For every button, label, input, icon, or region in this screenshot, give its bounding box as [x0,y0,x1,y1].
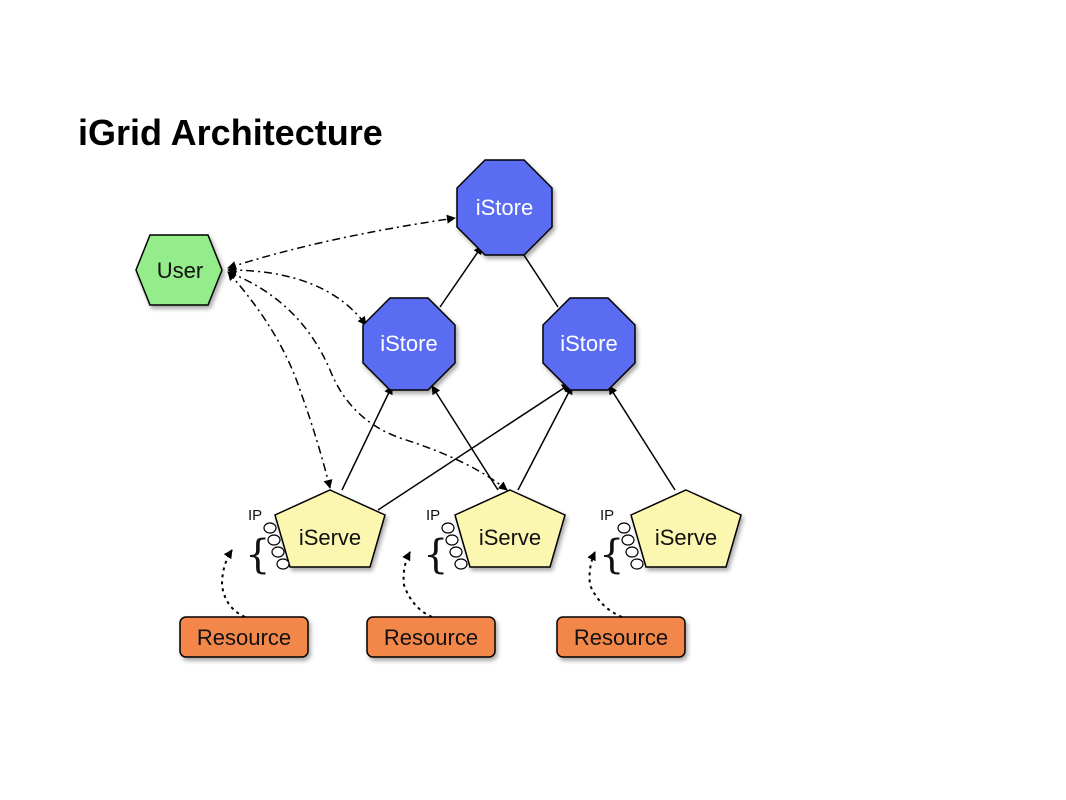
resource-box [179,616,309,658]
pentagon-shape [454,489,566,568]
edge-istore-left-to-top [439,245,483,308]
port-icon [630,558,644,570]
resource-label: Resource [574,625,668,650]
edge-iserve3-to-istore-right [608,385,676,491]
edge-resource3-ip [587,551,623,618]
octagon-shape [362,297,456,391]
ip-label: IP [600,507,614,524]
port-icon [617,522,631,534]
port-icon [263,522,277,534]
iserve-label: iServe [655,525,717,550]
resource-node-3: Resource [556,616,686,658]
istore-right-label: iStore [560,331,617,356]
istore-top-node: iStore [456,159,553,256]
port-icon [625,546,639,558]
brace-icon: { [423,532,448,578]
iserve-node-3: iServe [630,489,742,568]
istore-right-node: iStore [542,297,636,391]
iserve-label: iServe [299,525,361,550]
resource-label: Resource [197,625,291,650]
edge-user-istore-top [227,214,456,270]
istore-left-label: iStore [380,331,437,356]
pentagon-shape [630,489,742,568]
ip-label: IP [248,507,262,524]
port-icon [271,546,285,558]
iserve-node-2: iServe [454,489,566,568]
octagon-shape [456,159,553,256]
resource-node-2: Resource [366,616,496,658]
edge-iserve1-to-istore-left [341,385,393,491]
user-label: User [157,258,203,283]
port-icon [621,534,635,546]
iserve-label: iServe [479,525,541,550]
edge-user-istore-left [227,265,367,326]
port-icon [454,558,468,570]
resource-box [556,616,686,658]
ip-label: IP [426,507,440,524]
brace-icon: { [245,532,270,578]
edge-user-iserve1 [227,271,333,489]
hexagon-shape [135,234,223,306]
port-icon [445,534,459,546]
edge-iserve1-to-istore-right [377,383,571,511]
pentagon-shape [274,489,386,568]
resource-label: Resource [384,625,478,650]
brace-icon: { [599,532,624,578]
port-icon [276,558,290,570]
edge-iserve2-to-istore-right [517,385,573,491]
resource-node-1: Resource [179,616,309,658]
edge-resource2-ip [402,551,433,618]
port-icon [267,534,281,546]
iserve-node-1: iServe [274,489,386,568]
ip-ports-1: IP { [245,507,290,578]
edge-istore-right-to-top [517,245,559,308]
resource-box [366,616,496,658]
port-icon [441,522,455,534]
istore-left-node: iStore [362,297,456,391]
page-title: iGrid Architecture [78,112,383,153]
octagon-shape [542,297,636,391]
user-node: User [135,234,223,306]
ip-ports-2: IP { [423,507,468,578]
istore-top-label: iStore [476,195,533,220]
edge-user-iserve2 [227,270,508,491]
port-icon [449,546,463,558]
ip-ports-3: IP { [599,507,644,578]
edge-resource1-ip [220,549,246,618]
